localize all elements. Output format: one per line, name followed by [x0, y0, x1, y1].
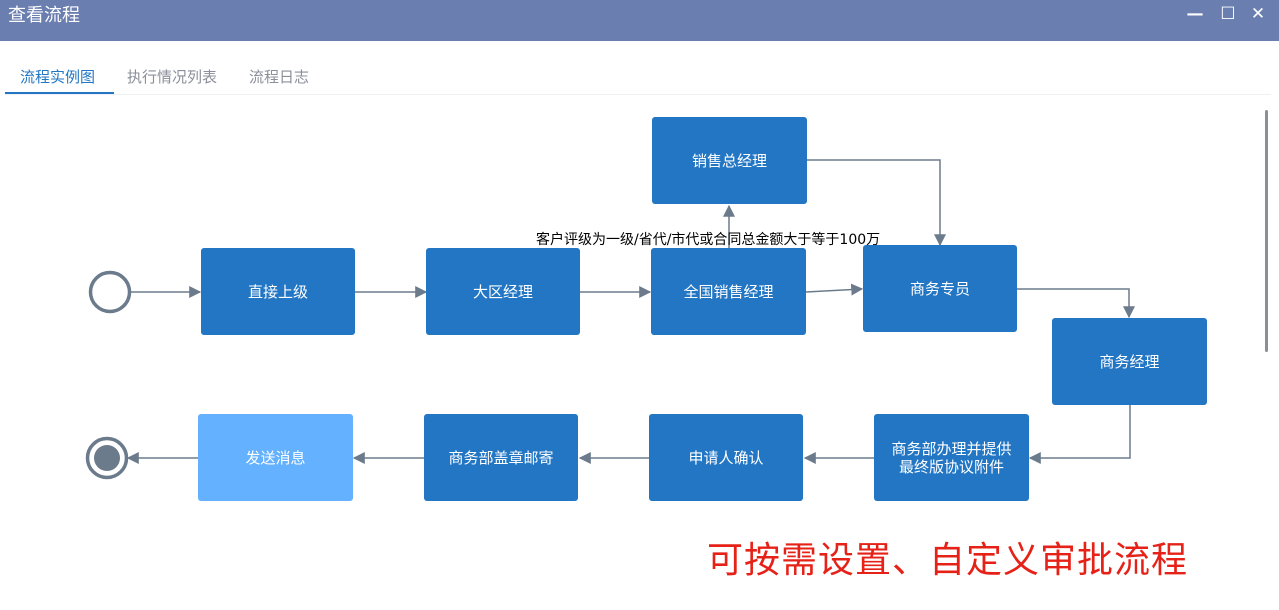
- end-event-inner: [94, 445, 120, 471]
- tab-bar: 流程实例图 执行情况列表 流程日志: [5, 54, 1271, 95]
- tab-execution-list[interactable]: 执行情况列表: [127, 68, 218, 86]
- node-business-dept-process[interactable]: 商务部办理并提供最终版协议附件: [874, 414, 1029, 501]
- maximize-icon[interactable]: ☐: [1220, 4, 1236, 24]
- overlay-caption: 可按需设置、自定义审批流程: [707, 540, 1189, 581]
- edge-specialist-to-business-manager: [1017, 288, 1135, 319]
- condition-label: 客户评级为一级/省代/市代或合同总金额大于等于100万: [536, 232, 881, 248]
- tab-process-log[interactable]: 流程日志: [249, 68, 310, 86]
- node-business-manager[interactable]: 商务经理: [1052, 318, 1207, 405]
- node-business-dept-seal-mail[interactable]: 商务部盖章邮寄: [424, 414, 578, 501]
- tab-process-instance-diagram[interactable]: 流程实例图: [20, 68, 96, 86]
- edge-sales-gm-to-specialist: [807, 159, 946, 247]
- minimize-icon[interactable]: —: [1186, 4, 1204, 24]
- node-direct-superior[interactable]: 直接上级: [201, 248, 355, 335]
- window-titlebar: 查看流程 — ☐ ✕: [0, 0, 1279, 41]
- window-title: 查看流程: [8, 5, 80, 26]
- node-region-manager[interactable]: 大区经理: [426, 248, 580, 335]
- node-business-specialist[interactable]: 商务专员: [863, 245, 1017, 332]
- node-sales-gm[interactable]: 销售总经理: [652, 117, 807, 204]
- edge-national-to-specialist: [805, 283, 864, 296]
- edge-business-manager-to-process: [1028, 405, 1131, 464]
- close-icon[interactable]: ✕: [1250, 4, 1266, 24]
- active-tab-indicator: [5, 92, 114, 94]
- node-national-sales-manager[interactable]: 全国销售经理: [651, 248, 806, 335]
- node-applicant-confirm[interactable]: 申请人确认: [649, 414, 803, 501]
- node-send-message[interactable]: 发送消息: [198, 414, 353, 501]
- start-event-icon: [88, 270, 132, 314]
- scrollbar[interactable]: [1265, 110, 1268, 352]
